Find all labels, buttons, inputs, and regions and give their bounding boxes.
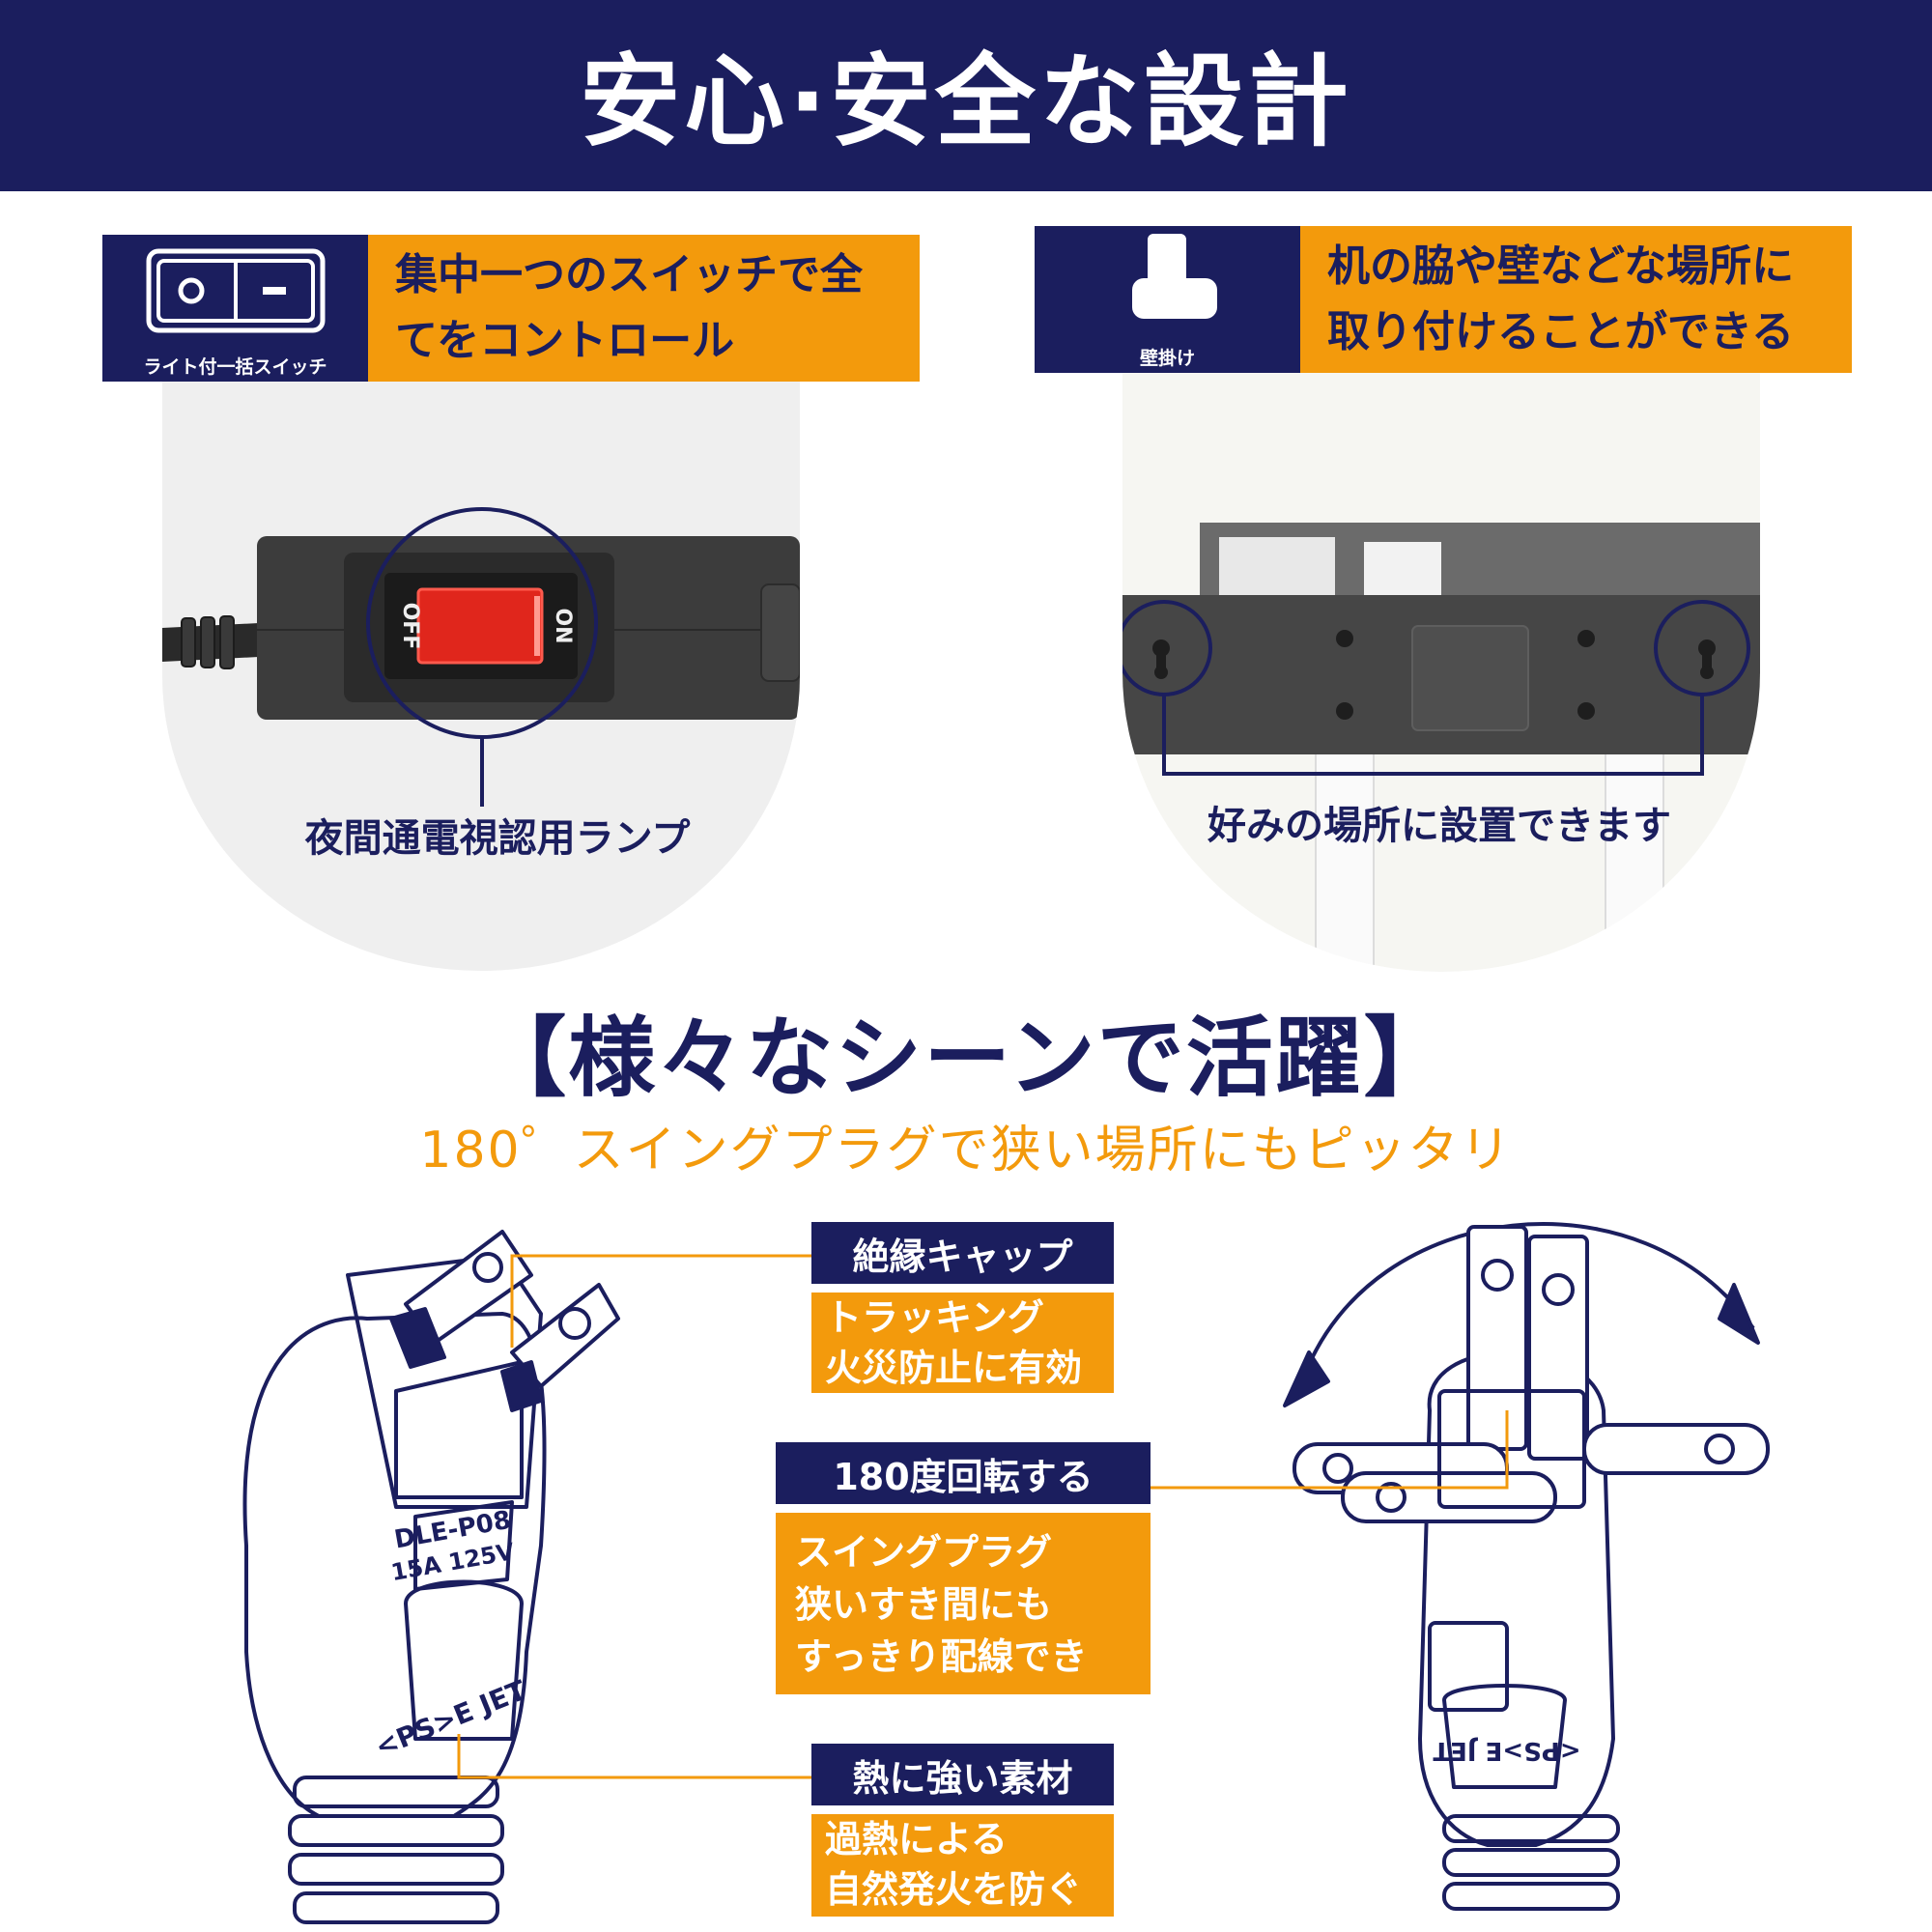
switch-feature-text: 集中一つのスイッチで全 てをコントロール <box>368 235 920 382</box>
callout-line: 過熱による <box>825 1818 1008 1861</box>
rocker-switch-icon <box>146 248 326 333</box>
callout-insulation-cap-label: 絶縁キャップ <box>811 1222 1114 1284</box>
switch-icon-box: ライト付一括スイッチ <box>102 235 368 382</box>
wall-mount-icon-box: 壁掛け <box>1035 226 1300 373</box>
swing-plug-illustrations: DLE-P08 15A 125V <PS>E JET <PS>E JET <box>242 1222 1770 1924</box>
callout-line: すっきり配線でき <box>795 1635 1088 1678</box>
callout-line: トラッキング <box>825 1296 1044 1339</box>
callout-heat-resistant-text: 過熱による 自然発火を防ぐ <box>811 1814 1114 1917</box>
switch-circle-caption: 夜間通電視認用ランプ <box>304 816 691 861</box>
right-plug-brand: <PS>E JET <box>1433 1736 1581 1765</box>
callout-line: 狭いすき間にも <box>795 1583 1053 1626</box>
left-plug-brand: <PS>E JET <box>371 1674 530 1763</box>
page-title: 安心·安全な設計 <box>580 42 1352 160</box>
feature-line: 机の脇や壁などな場所に <box>1327 242 1795 291</box>
callout-line: 火災防止に有効 <box>825 1347 1083 1389</box>
scenes-title: 【様々なシーンで活躍】 <box>479 1008 1453 1109</box>
callout-heat-resistant-label: 熱に強い素材 <box>811 1744 1114 1805</box>
left-plug-body <box>242 1312 547 1818</box>
feature-line: てをコントロール <box>395 316 735 365</box>
wall-mount-circle-caption: 好みの場所に設置できます <box>1208 804 1671 848</box>
switch-icon-caption: ライト付一括スイッチ <box>143 356 327 378</box>
callout-rotate-text: スイングプラグ 狭いすき間にも すっきり配線でき <box>776 1513 1151 1694</box>
switch-on-label: ON <box>551 608 575 643</box>
switch-photo-circle: OFF ON <box>162 382 800 971</box>
callout-insulation-cap-text: トラッキング 火災防止に有効 <box>811 1293 1114 1393</box>
wall-mount-feature-text: 机の脇や壁などな場所に 取り付けることができる <box>1300 226 1852 373</box>
power-strip-switch-illustration: OFF ON <box>162 507 800 807</box>
feature-line: 取り付けることができる <box>1327 307 1795 356</box>
power-strip-back-illustration <box>1122 523 1760 972</box>
wall-mount-photo-circle <box>1122 373 1760 972</box>
wall-hook-icon <box>1132 234 1217 319</box>
callout-line: 自然発火を防ぐ <box>825 1868 1083 1911</box>
switch-off-label: OFF <box>398 603 422 650</box>
callout-line: スイングプラグ <box>795 1531 1053 1574</box>
header-band: 安心·安全な設計 <box>0 0 1932 191</box>
callout-rotate-label: 180度回転する <box>776 1442 1151 1504</box>
wall-mount-icon-caption: 壁掛け <box>1139 348 1195 369</box>
feature-line: 集中一つのスイッチで全 <box>395 250 863 299</box>
scenes-subtitle: 180゜スイングプラグで狭い場所にもピッタリ <box>419 1122 1513 1179</box>
